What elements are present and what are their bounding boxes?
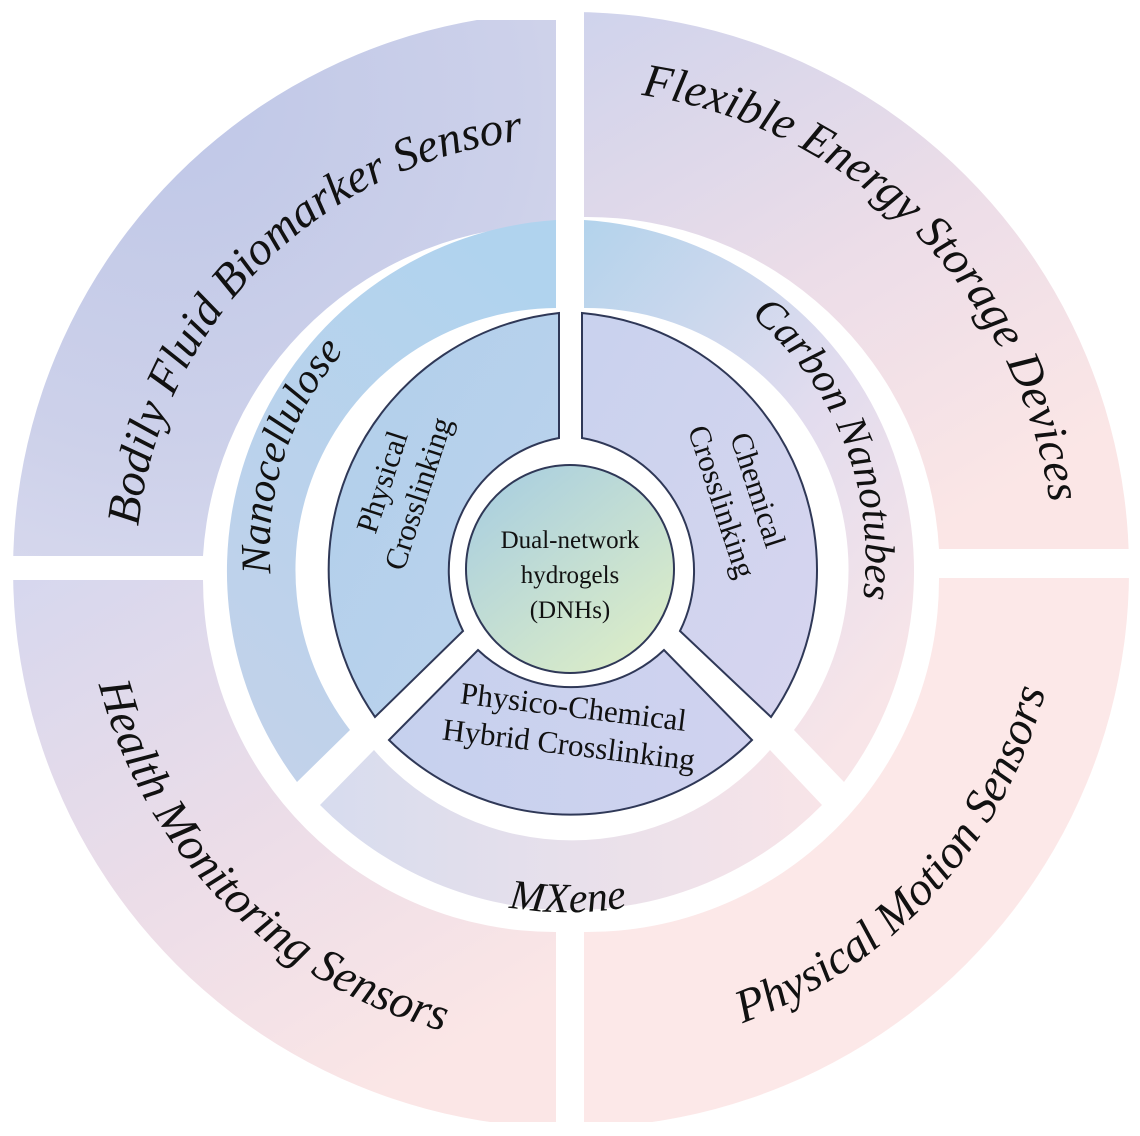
center-line-2: hydrogels	[521, 562, 620, 589]
crosslink-sector-chemical	[581, 311, 818, 719]
center-line-1: Dual-network	[501, 527, 640, 554]
material-sector-carbon-nanotubes	[584, 220, 915, 782]
material-sector-mxene	[320, 750, 822, 911]
material-sector-nanocellulose	[226, 220, 556, 782]
crosslink-sector-hybrid	[387, 648, 754, 816]
center-line-3: (DNHs)	[530, 597, 611, 624]
mxene-label: MXene	[507, 872, 629, 923]
inner-ring	[327, 311, 818, 816]
crosslink-sector-physical	[327, 311, 560, 719]
center-label: Dual-network hydrogels (DNHs)	[501, 527, 640, 624]
hybrid-label: Physico-Chemical Hybrid Crosslinking	[441, 675, 697, 777]
middle-ring	[226, 220, 915, 911]
center-core	[465, 464, 675, 674]
